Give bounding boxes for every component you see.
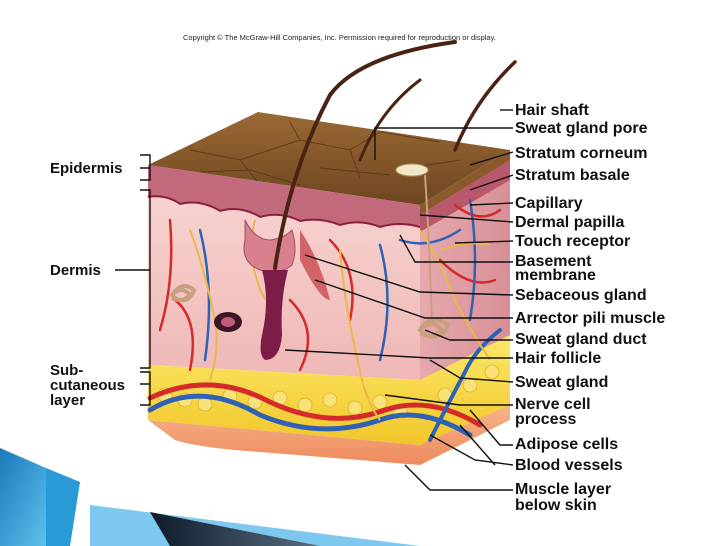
label-sweat-gland-pore: Sweat gland pore [515,120,648,137]
hair-shafts-drawing [273,40,517,270]
label-basement-1: Basement [515,253,592,270]
label-dermal-papilla: Dermal papilla [515,214,625,231]
stratum-corneum-surface [148,112,510,205]
label-muscle-2: below skin [515,497,597,514]
label-stratum-corneum: Stratum corneum [515,145,648,162]
label-touch-receptor: Touch receptor [515,233,631,250]
slide-decoration [0,448,420,546]
label-nerve-2: process [515,411,577,428]
label-nerve-1: Nerve cell [515,396,591,413]
label-subcutaneous-3: layer [50,392,86,409]
label-dermis: Dermis [50,262,101,279]
nerves-drawing [189,219,491,421]
layer-brackets [115,154,151,406]
label-arrector-pili-muscle: Arrector pili muscle [515,310,666,327]
label-subcutaneous-1: Sub- [50,362,84,379]
blood-vessels-drawing [147,198,502,442]
label-basement-2: membrane [515,267,596,284]
label-capillary: Capillary [515,195,583,212]
copyright-notice: Copyright © The McGraw-Hill Companies, I… [183,33,496,42]
muscle-layer-drawing [148,405,510,465]
label-hair-shaft: Hair shaft [515,102,589,119]
label-muscle-1: Muscle layer [515,481,612,498]
label-stratum-basale: Stratum basale [515,167,630,184]
sweat-gland-drawing [169,174,451,339]
label-sweat-gland-duct: Sweat gland duct [515,331,647,348]
label-blood-vessels: Blood vessels [515,457,623,474]
label-subcutaneous-2: cutaneous [50,377,126,394]
label-epidermis: Epidermis [50,160,123,177]
label-sebaceous-gland: Sebaceous gland [515,287,647,304]
label-hair-follicle: Hair follicle [515,350,602,367]
leader-lines [284,109,514,491]
epidermis-front [148,165,420,228]
label-adipose-cells: Adipose cells [515,436,619,453]
label-sweat-gland: Sweat gland [515,374,609,391]
